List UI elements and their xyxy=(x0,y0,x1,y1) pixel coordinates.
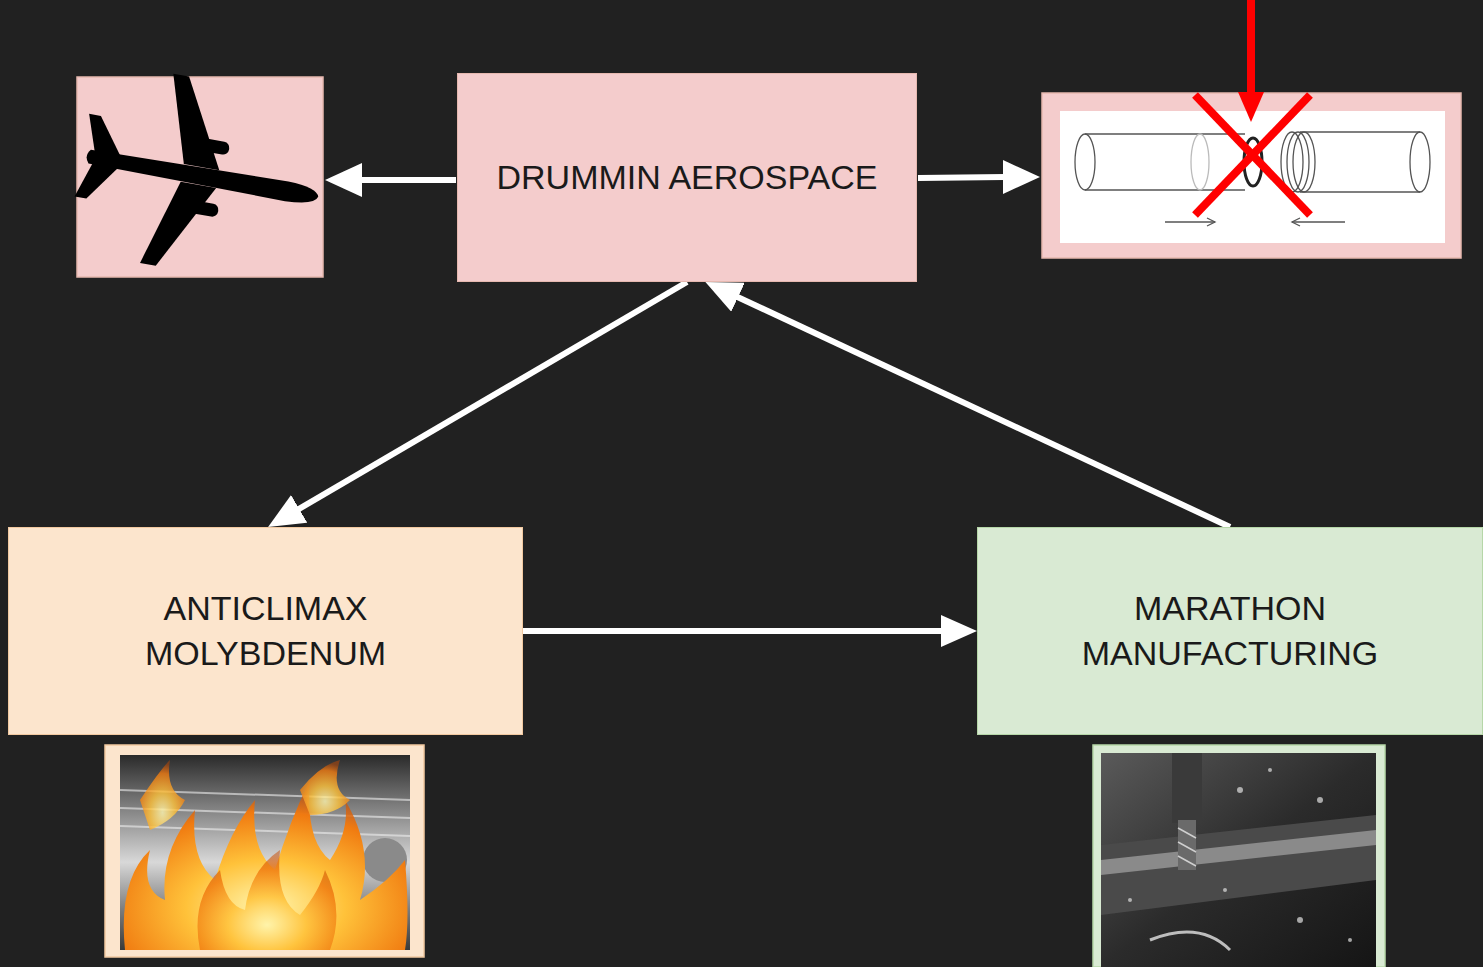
machining-photo xyxy=(1093,745,1385,967)
airplane-panel xyxy=(65,61,335,292)
flow-arrow xyxy=(523,628,967,634)
process-box: DRUMMIN AEROSPACE xyxy=(457,73,917,282)
process-box: ANTICLIMAX MOLYBDENUM xyxy=(8,527,523,735)
flow-arrow xyxy=(277,282,687,522)
pipe-joint-panel xyxy=(1042,0,1461,258)
flow-arrow xyxy=(714,286,1230,527)
box-label: DRUMMIN AEROSPACE xyxy=(497,155,878,200)
box-label: ANTICLIMAX MOLYBDENUM xyxy=(96,586,436,676)
process-box: MARATHON MANUFACTURING xyxy=(977,527,1483,735)
burning-rods-photo xyxy=(105,745,424,957)
box-label: MARATHON MANUFACTURING xyxy=(1050,586,1410,676)
